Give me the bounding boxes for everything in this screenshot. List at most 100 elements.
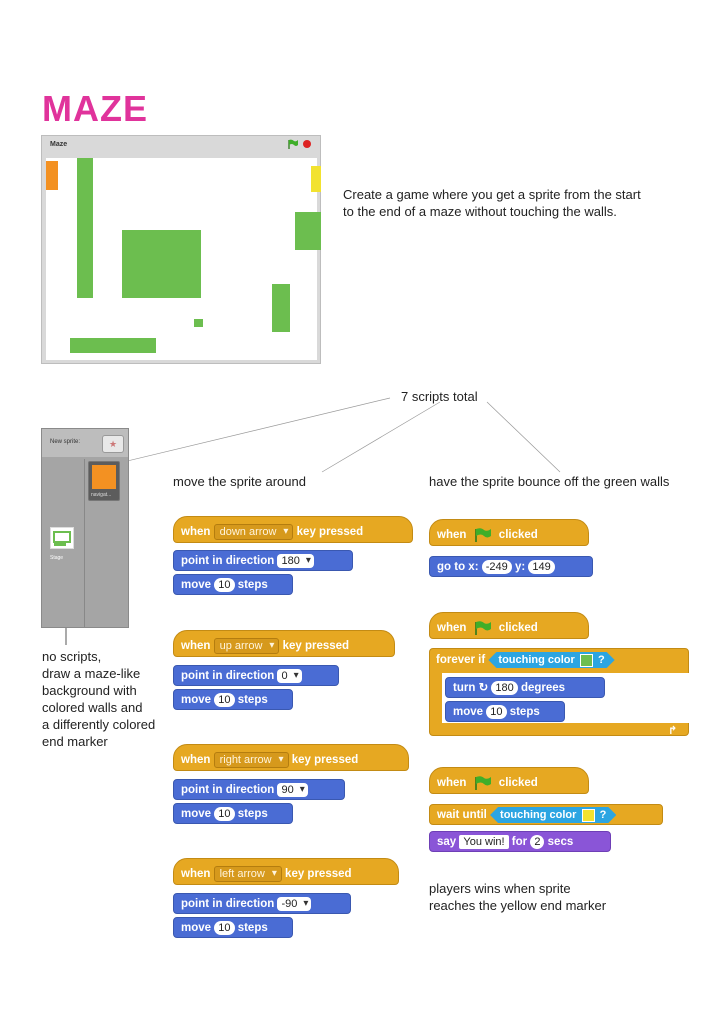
sprite-panel: New sprite: ★ navigat... Stage [41,428,129,628]
when-key-pressed-hat[interactable]: when left arrow key pressed [173,858,399,885]
block-text: point in direction [181,898,275,910]
stage-thumbnail[interactable] [50,527,74,549]
block-text: steps [237,694,268,706]
green-flag-icon [474,776,491,790]
green-flag-icon [474,528,491,542]
block-text: y: [514,561,526,573]
end-marker [311,166,321,192]
key-dropdown[interactable]: down arrow [213,523,294,540]
scripts-total: 7 scripts total [401,389,478,404]
point-in-direction-block[interactable]: point in direction 0 [173,665,339,686]
sprite-thumbnail[interactable]: navigat... [88,461,120,501]
block-text: when [437,777,467,789]
steps-input[interactable]: 10 [214,920,235,935]
say-for-secs-block[interactable]: say You win! for 2 secs [429,831,611,852]
key-dropdown[interactable]: left arrow [213,865,282,882]
stage-thumb-icon [53,531,71,546]
block-text: point in direction [181,670,275,682]
stage-note-line: end marker [42,734,108,749]
key-dropdown[interactable]: up arrow [213,637,280,654]
go-to-xy-block[interactable]: go to x: -249 y: 149 [429,556,593,577]
when-key-pressed-hat[interactable]: when up arrow key pressed [173,630,395,657]
stage-note-line: no scripts, [42,649,102,664]
message-input[interactable]: You win! [459,834,509,849]
block-text: key pressed [291,754,359,766]
block-text: steps [237,922,268,934]
wait-until-block[interactable]: wait until touching color ? [429,804,663,825]
block-text: ? [599,808,607,821]
move-steps-block[interactable]: move 10 steps [173,574,293,595]
new-sprite-label: New sprite: [50,439,81,445]
y-input[interactable]: 149 [528,559,555,574]
move-steps-block[interactable]: move 10 steps [173,917,293,938]
block-text: steps [237,579,268,591]
block-text: when [437,622,467,634]
move-steps-block[interactable]: move 10 steps [445,701,565,722]
key-dropdown[interactable]: right arrow [213,751,289,768]
block-text: steps [509,706,540,718]
point-in-direction-block[interactable]: point in direction 180 [173,550,353,571]
steps-input[interactable]: 10 [214,806,235,821]
forever-if-header: forever if touching color ? [429,650,622,672]
win-note: players wins when sprite reaches the yel… [429,880,606,914]
turn-right-icon: ↻ [478,682,489,694]
move-heading: move the sprite around [173,474,306,489]
block-text: when [181,754,211,766]
block-text: when [181,868,211,880]
degrees-input[interactable]: 180 [491,680,518,695]
direction-input[interactable]: 90 [277,782,308,797]
loop-arrow-icon: ↱ [668,725,678,737]
point-in-direction-block[interactable]: point in direction -90 [173,893,351,914]
maze-wall [272,284,290,332]
stop-icon[interactable] [303,140,311,148]
direction-input[interactable]: -90 [277,896,312,911]
block-text: go to x: [437,561,479,573]
steps-input[interactable]: 10 [214,577,235,592]
stage-note: no scripts, draw a maze-like background … [42,648,155,750]
move-steps-block[interactable]: move 10 steps [173,689,293,710]
when-flag-clicked-hat[interactable]: when clicked [429,612,589,639]
turn-degrees-block[interactable]: turn ↻ 180 degrees [445,677,605,698]
intro-line: to the end of a maze without touching th… [343,204,617,219]
steps-input[interactable]: 10 [214,692,235,707]
block-text: key pressed [282,640,350,652]
block-text: move [181,922,212,934]
block-text: move [181,808,212,820]
when-flag-clicked-hat[interactable]: when clicked [429,519,589,546]
maze-wall [194,319,203,327]
when-flag-clicked-hat[interactable]: when clicked [429,767,589,794]
direction-input[interactable]: 0 [277,668,302,683]
block-text: key pressed [285,868,352,880]
block-text: wait until [437,809,487,821]
move-steps-block[interactable]: move 10 steps [173,803,293,824]
direction-input[interactable]: 180 [277,553,314,568]
green-flag-icon [474,621,491,635]
block-text: touching color [500,808,577,821]
block-text: steps [237,808,268,820]
green-swatch[interactable] [580,654,593,667]
block-text: degrees [520,682,566,694]
when-key-pressed-hat[interactable]: when down arrow key pressed [173,516,413,543]
when-key-pressed-hat[interactable]: when right arrow key pressed [173,744,409,771]
touching-color-condition[interactable]: touching color ? [488,652,614,668]
sprite-square [92,465,116,489]
maze-wall [122,230,201,298]
yellow-swatch[interactable] [582,809,595,822]
touching-color-condition[interactable]: touching color ? [490,807,616,823]
steps-input[interactable]: 10 [486,704,507,719]
block-text: forever if [436,654,486,666]
block-text: turn [453,682,476,694]
green-flag-icon[interactable] [288,139,298,149]
x-input[interactable]: -249 [481,559,512,574]
maze-wall [295,212,321,250]
point-in-direction-block[interactable]: point in direction 90 [173,779,345,800]
block-text: clicked [498,529,538,541]
block-text: for [511,836,528,848]
panel-divider [84,459,85,627]
star-icon[interactable]: ★ [102,435,124,453]
block-text: say [437,836,457,848]
secs-input[interactable]: 2 [530,834,545,849]
intro-text: Create a game where you get a sprite fro… [343,186,641,220]
block-text: point in direction [181,555,275,567]
block-text: clicked [498,777,538,789]
